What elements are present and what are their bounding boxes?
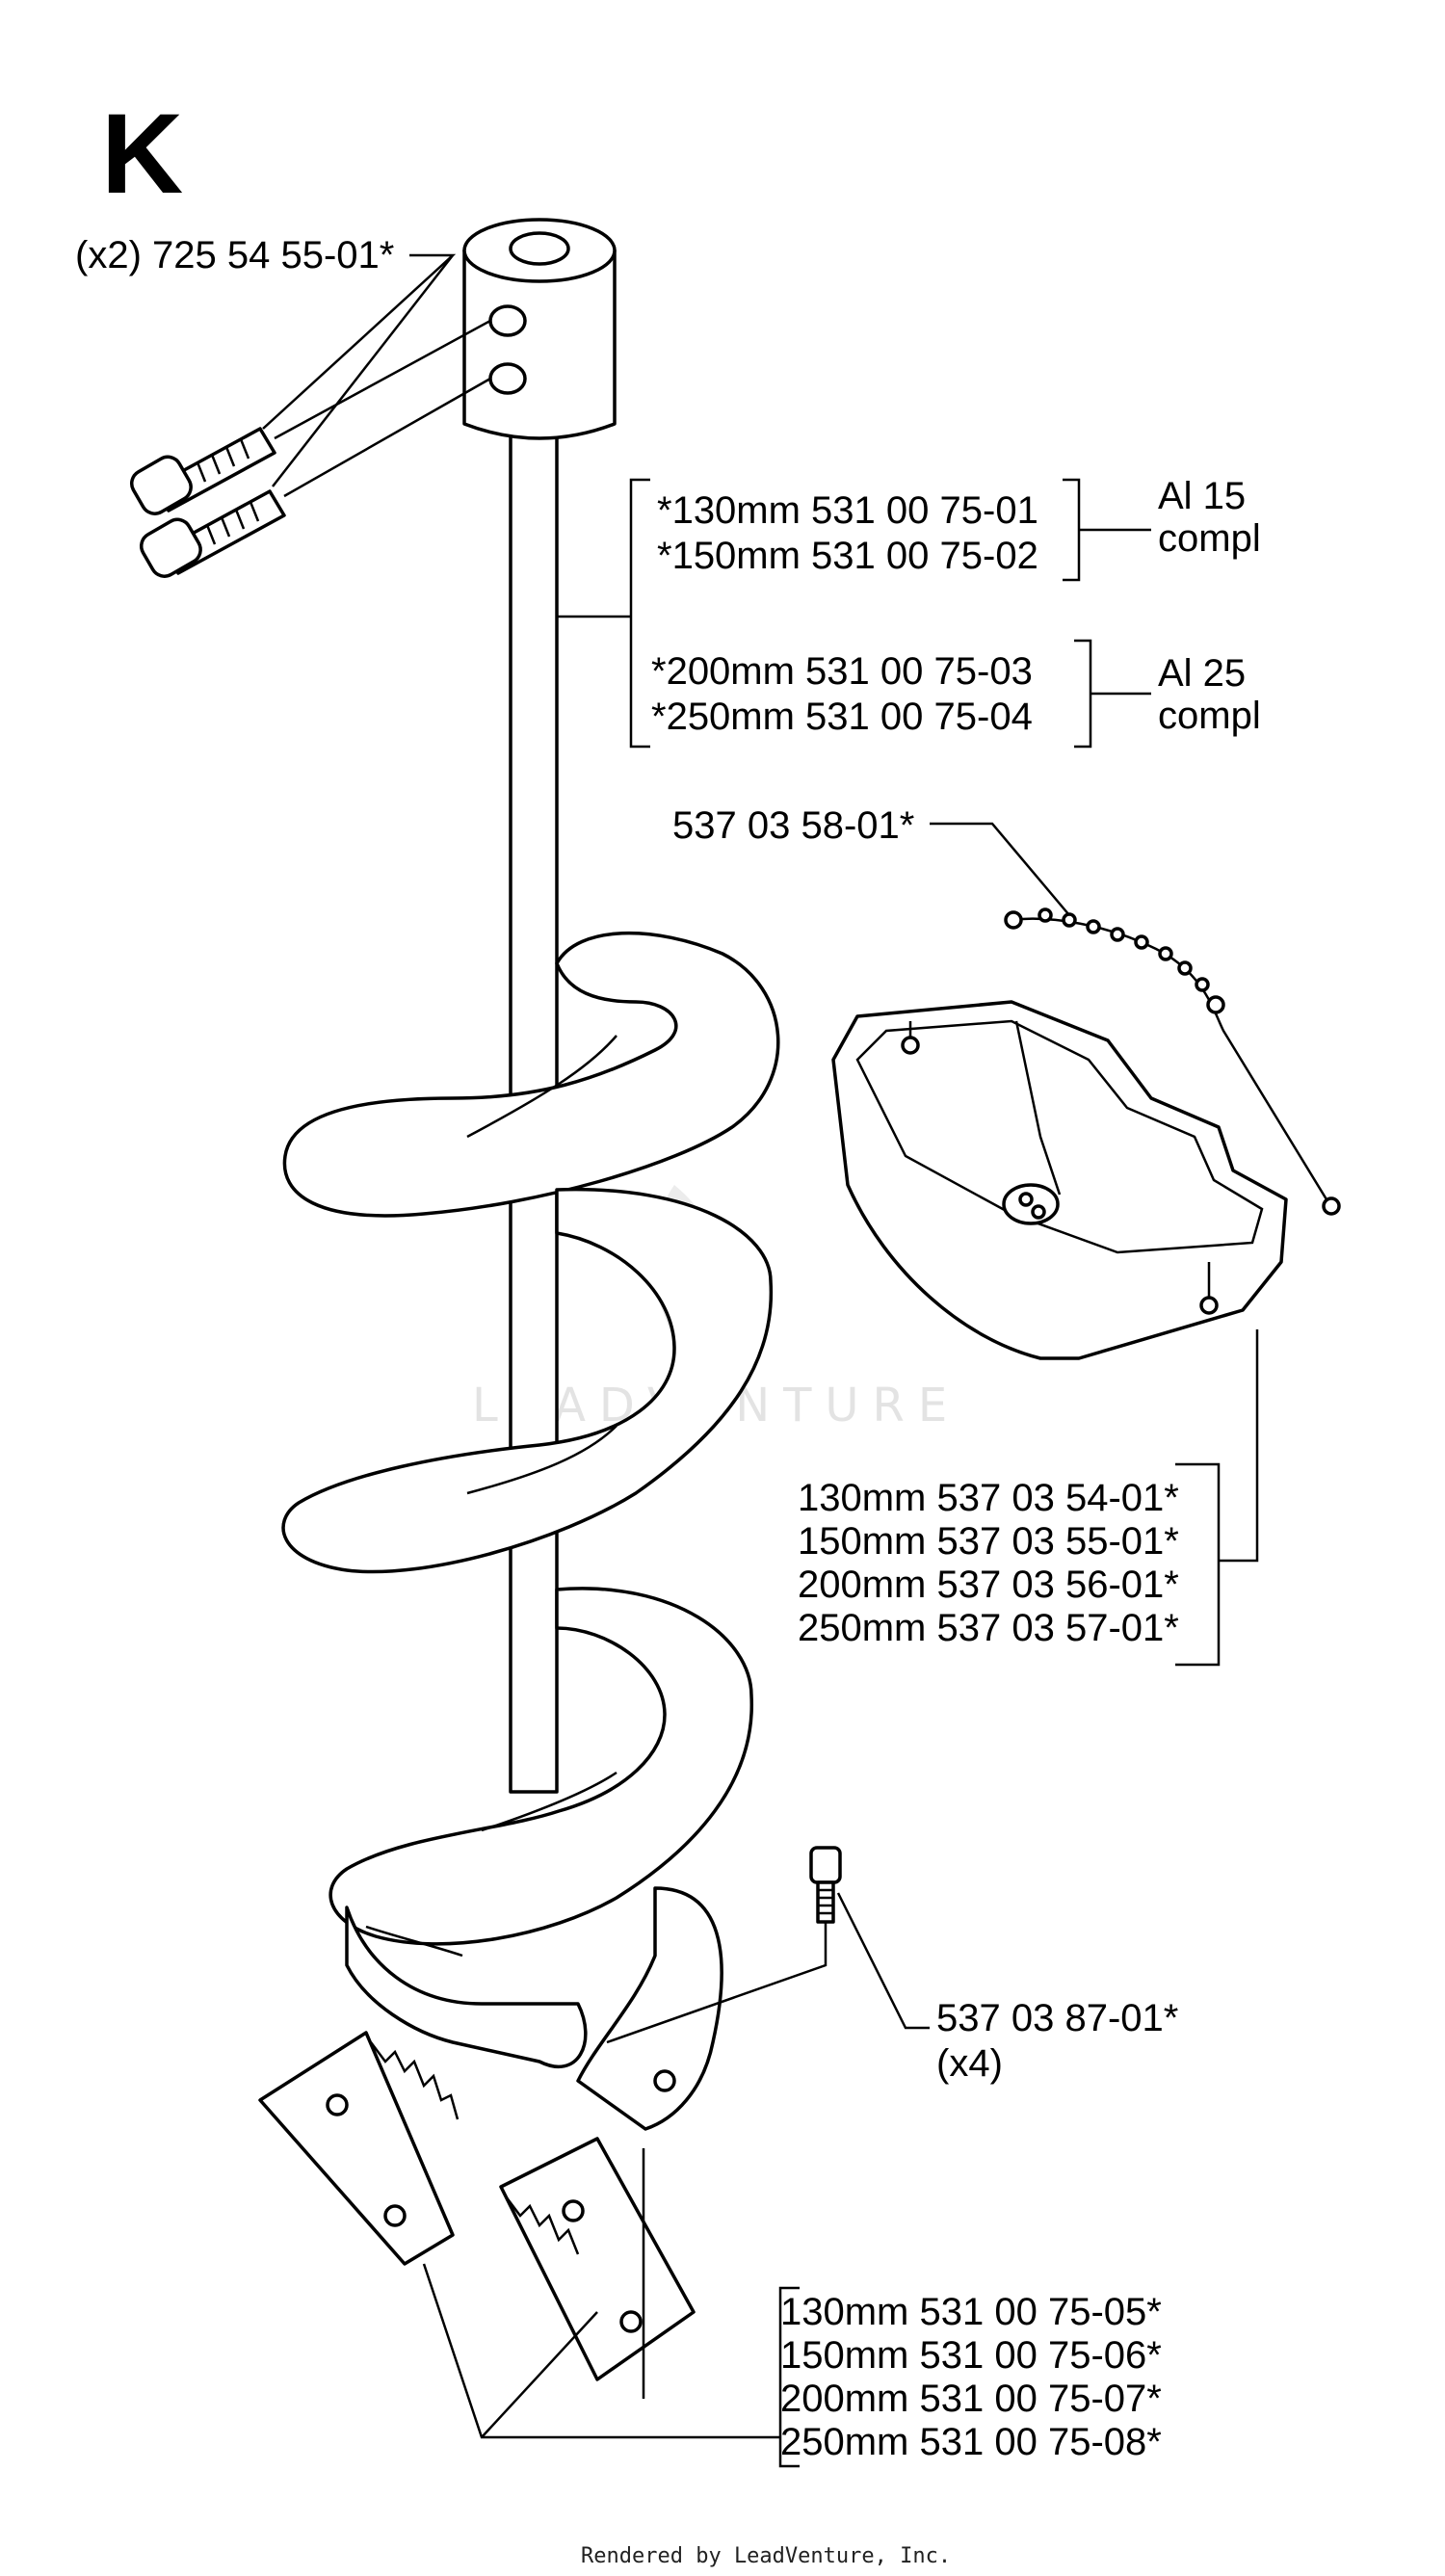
bracket-shaft bbox=[629, 478, 650, 749]
blade-guard-body bbox=[831, 1000, 1288, 1360]
cutter-head bbox=[345, 1906, 588, 2069]
label-screw-small-2: (x4) bbox=[936, 2042, 1003, 2085]
bracket-blade bbox=[778, 2286, 800, 2468]
cutting-blade-2 bbox=[499, 2137, 696, 2381]
cap-screw-2 bbox=[139, 489, 286, 578]
label-group-al25-1: Al 25 bbox=[1158, 652, 1246, 695]
section-letter: K bbox=[101, 91, 183, 218]
label-blade-200: 200mm 531 00 75-07* bbox=[780, 2378, 1162, 2420]
footer-credit: Rendered by LeadVenture, Inc. bbox=[581, 2544, 951, 2568]
label-shaft-130: *130mm 531 00 75-01 bbox=[657, 489, 1038, 532]
label-blade-130: 130mm 531 00 75-05* bbox=[780, 2291, 1162, 2333]
label-guard-250: 250mm 537 03 57-01* bbox=[798, 1607, 1179, 1649]
shaft-collar-bore bbox=[509, 231, 570, 266]
collar-hole-1 bbox=[488, 304, 527, 337]
auger-flight-2 bbox=[281, 1187, 774, 1574]
label-blade-250: 250mm 531 00 75-08* bbox=[780, 2421, 1162, 2463]
cap-screw-1 bbox=[129, 427, 276, 515]
collar-hole-2 bbox=[488, 362, 527, 395]
bracket-al25 bbox=[1074, 639, 1092, 749]
label-group-al25-2: compl bbox=[1158, 695, 1261, 737]
label-shaft-200: *200mm 531 00 75-03 bbox=[651, 650, 1033, 693]
retaining-chain bbox=[1004, 907, 1341, 1216]
label-guard-130: 130mm 537 03 54-01* bbox=[798, 1477, 1179, 1519]
label-blade-150: 150mm 531 00 75-06* bbox=[780, 2334, 1162, 2377]
label-chain: 537 03 58-01* bbox=[672, 804, 914, 847]
label-screw-small-1: 537 03 87-01* bbox=[936, 1997, 1178, 2039]
label-shaft-250: *250mm 531 00 75-04 bbox=[651, 696, 1033, 738]
cutter-holder bbox=[576, 1886, 723, 2131]
label-group-al15-1: Al 15 bbox=[1158, 475, 1246, 517]
blade-guard bbox=[831, 1000, 1288, 1360]
auger-drawing bbox=[258, 218, 780, 2381]
bracket-guard bbox=[1175, 1462, 1221, 1667]
blade-screw bbox=[809, 1846, 842, 1924]
label-guard-200: 200mm 537 03 56-01* bbox=[798, 1564, 1179, 1606]
label-shaft-150: *150mm 531 00 75-02 bbox=[657, 535, 1038, 577]
label-group-al15-2: compl bbox=[1158, 517, 1261, 560]
auger-flight-1 bbox=[282, 931, 780, 1218]
cutting-blade-1 bbox=[258, 2031, 455, 2266]
leader-lines bbox=[262, 253, 1259, 2468]
label-guard-150: 150mm 537 03 55-01* bbox=[798, 1520, 1179, 1563]
label-screw-top: (x2) 725 54 55-01* bbox=[75, 234, 394, 276]
bracket-al15 bbox=[1063, 478, 1081, 582]
cap-screw-pair bbox=[129, 427, 286, 578]
